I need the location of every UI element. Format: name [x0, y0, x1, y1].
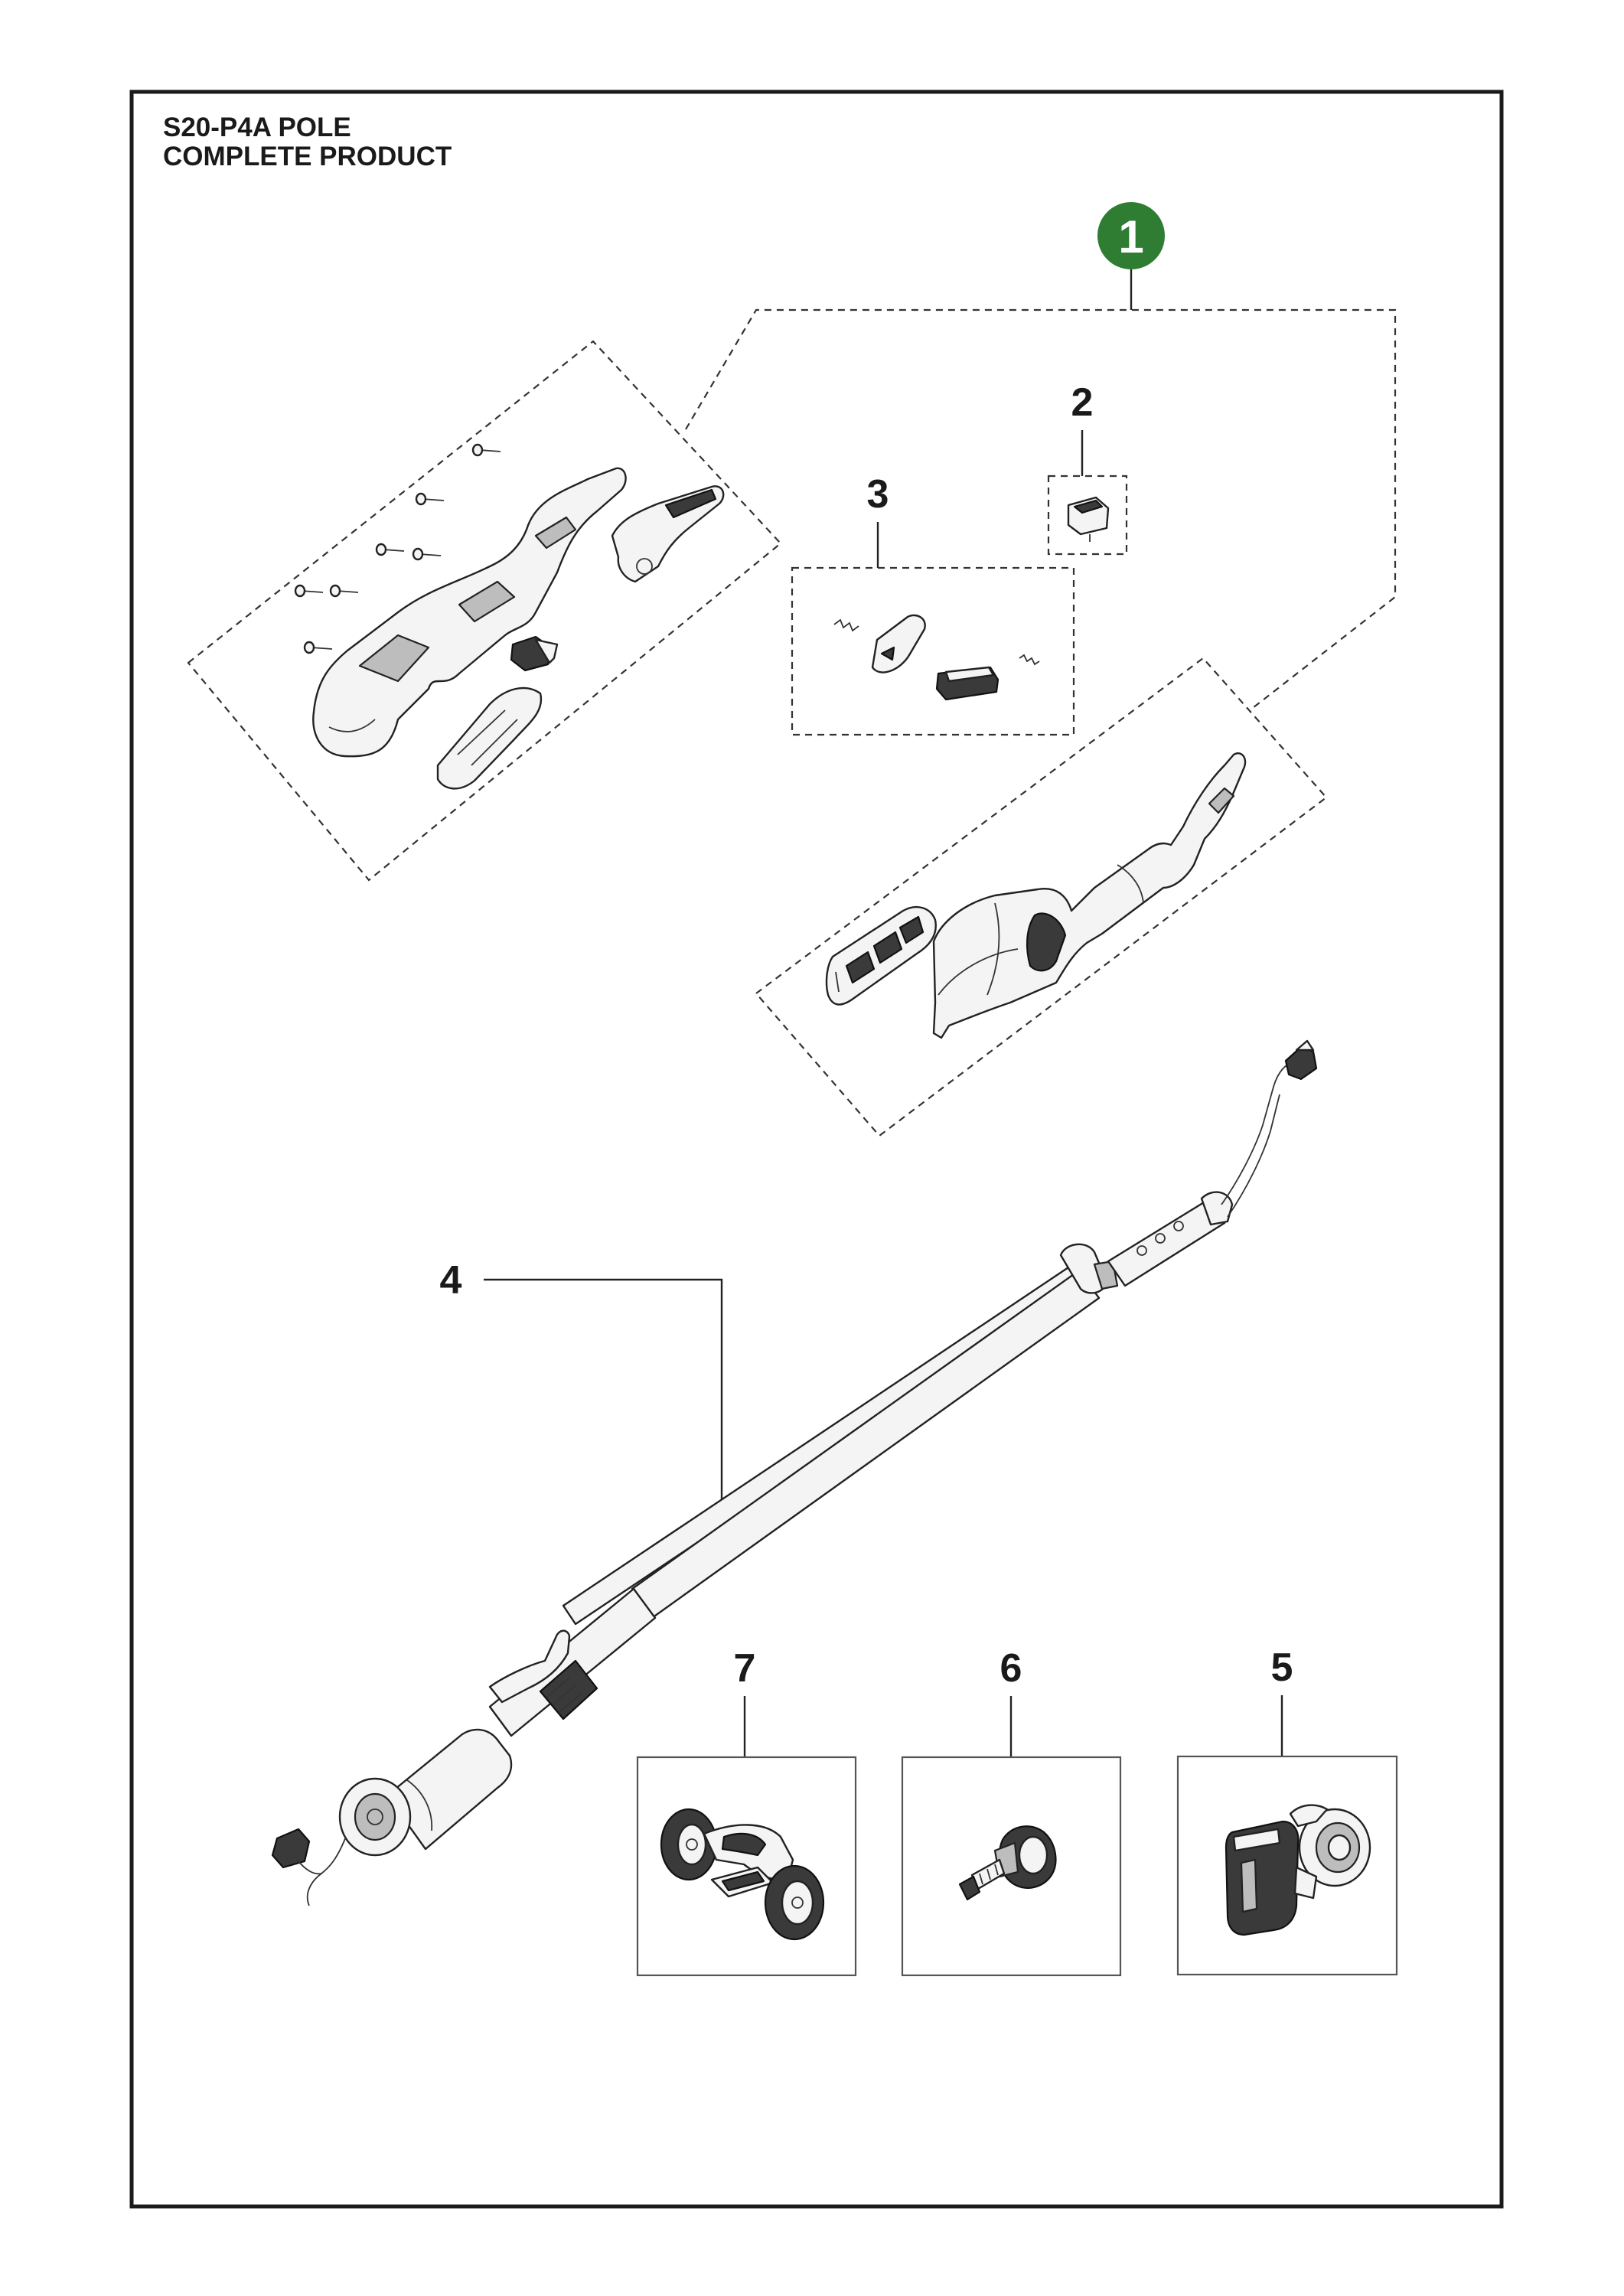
- callout-3-number: 3: [867, 472, 889, 517]
- title-line-2: COMPLETE PRODUCT: [163, 142, 452, 171]
- trimmer-head-icon[interactable]: [1225, 1804, 1371, 1936]
- screw-icon: [412, 547, 442, 561]
- handle-tube[interactable]: [932, 752, 1247, 1039]
- callout-7[interactable]: 7: [734, 1646, 756, 1757]
- callout-4-number: 4: [440, 1258, 462, 1303]
- housing-right-half[interactable]: [611, 485, 725, 583]
- assembly-callout-number: 1: [1118, 211, 1143, 263]
- assembly-outline: [685, 308, 1397, 709]
- callout-2-number: 2: [1071, 380, 1094, 425]
- screw-icon: [329, 584, 359, 598]
- item-3-outline: [791, 566, 1075, 736]
- trigger-lever: [871, 614, 926, 673]
- assembly-badge: [1097, 202, 1165, 269]
- assembly-callout[interactable]: 1: [1097, 202, 1165, 310]
- screw-icon: [471, 443, 501, 457]
- callout-4-leader: [484, 1278, 723, 1519]
- spring-icon: [833, 618, 859, 632]
- pin-icon: [1019, 654, 1040, 666]
- screws-group: [294, 443, 501, 654]
- screw-icon: [303, 641, 333, 654]
- page-frame: [129, 90, 1504, 2209]
- knob-bolt-icon[interactable]: [958, 1825, 1057, 1901]
- grip-sleeve[interactable]: [825, 905, 937, 1006]
- callout-7-number: 7: [734, 1646, 756, 1691]
- callout-5-number: 5: [1271, 1645, 1293, 1690]
- callout-6[interactable]: 6: [1000, 1646, 1022, 1757]
- callout-3[interactable]: 3: [867, 472, 889, 568]
- housing-group-outline: [187, 340, 782, 882]
- handle-group-outline: [755, 657, 1328, 1137]
- telescopic-pole[interactable]: [271, 1039, 1318, 1906]
- switch-piece[interactable]: [510, 635, 559, 672]
- wheel-kit-icon[interactable]: [660, 1808, 825, 1941]
- screw-icon: [294, 584, 324, 598]
- microswitch-icon[interactable]: [1067, 496, 1110, 542]
- title-line-1: S20-P4A POLE: [163, 113, 351, 142]
- housing-left-half[interactable]: [312, 467, 627, 758]
- screw-icon: [415, 492, 445, 506]
- screw-icon: [375, 543, 405, 556]
- item-2-outline: [1047, 475, 1128, 556]
- callout-6-number: 6: [1000, 1646, 1022, 1691]
- trigger-kit[interactable]: [833, 614, 1040, 701]
- callout-5[interactable]: 5: [1271, 1645, 1293, 1756]
- grip-half[interactable]: [436, 687, 543, 790]
- callout-2[interactable]: 2: [1071, 380, 1094, 476]
- callout-4[interactable]: 4: [440, 1258, 723, 1519]
